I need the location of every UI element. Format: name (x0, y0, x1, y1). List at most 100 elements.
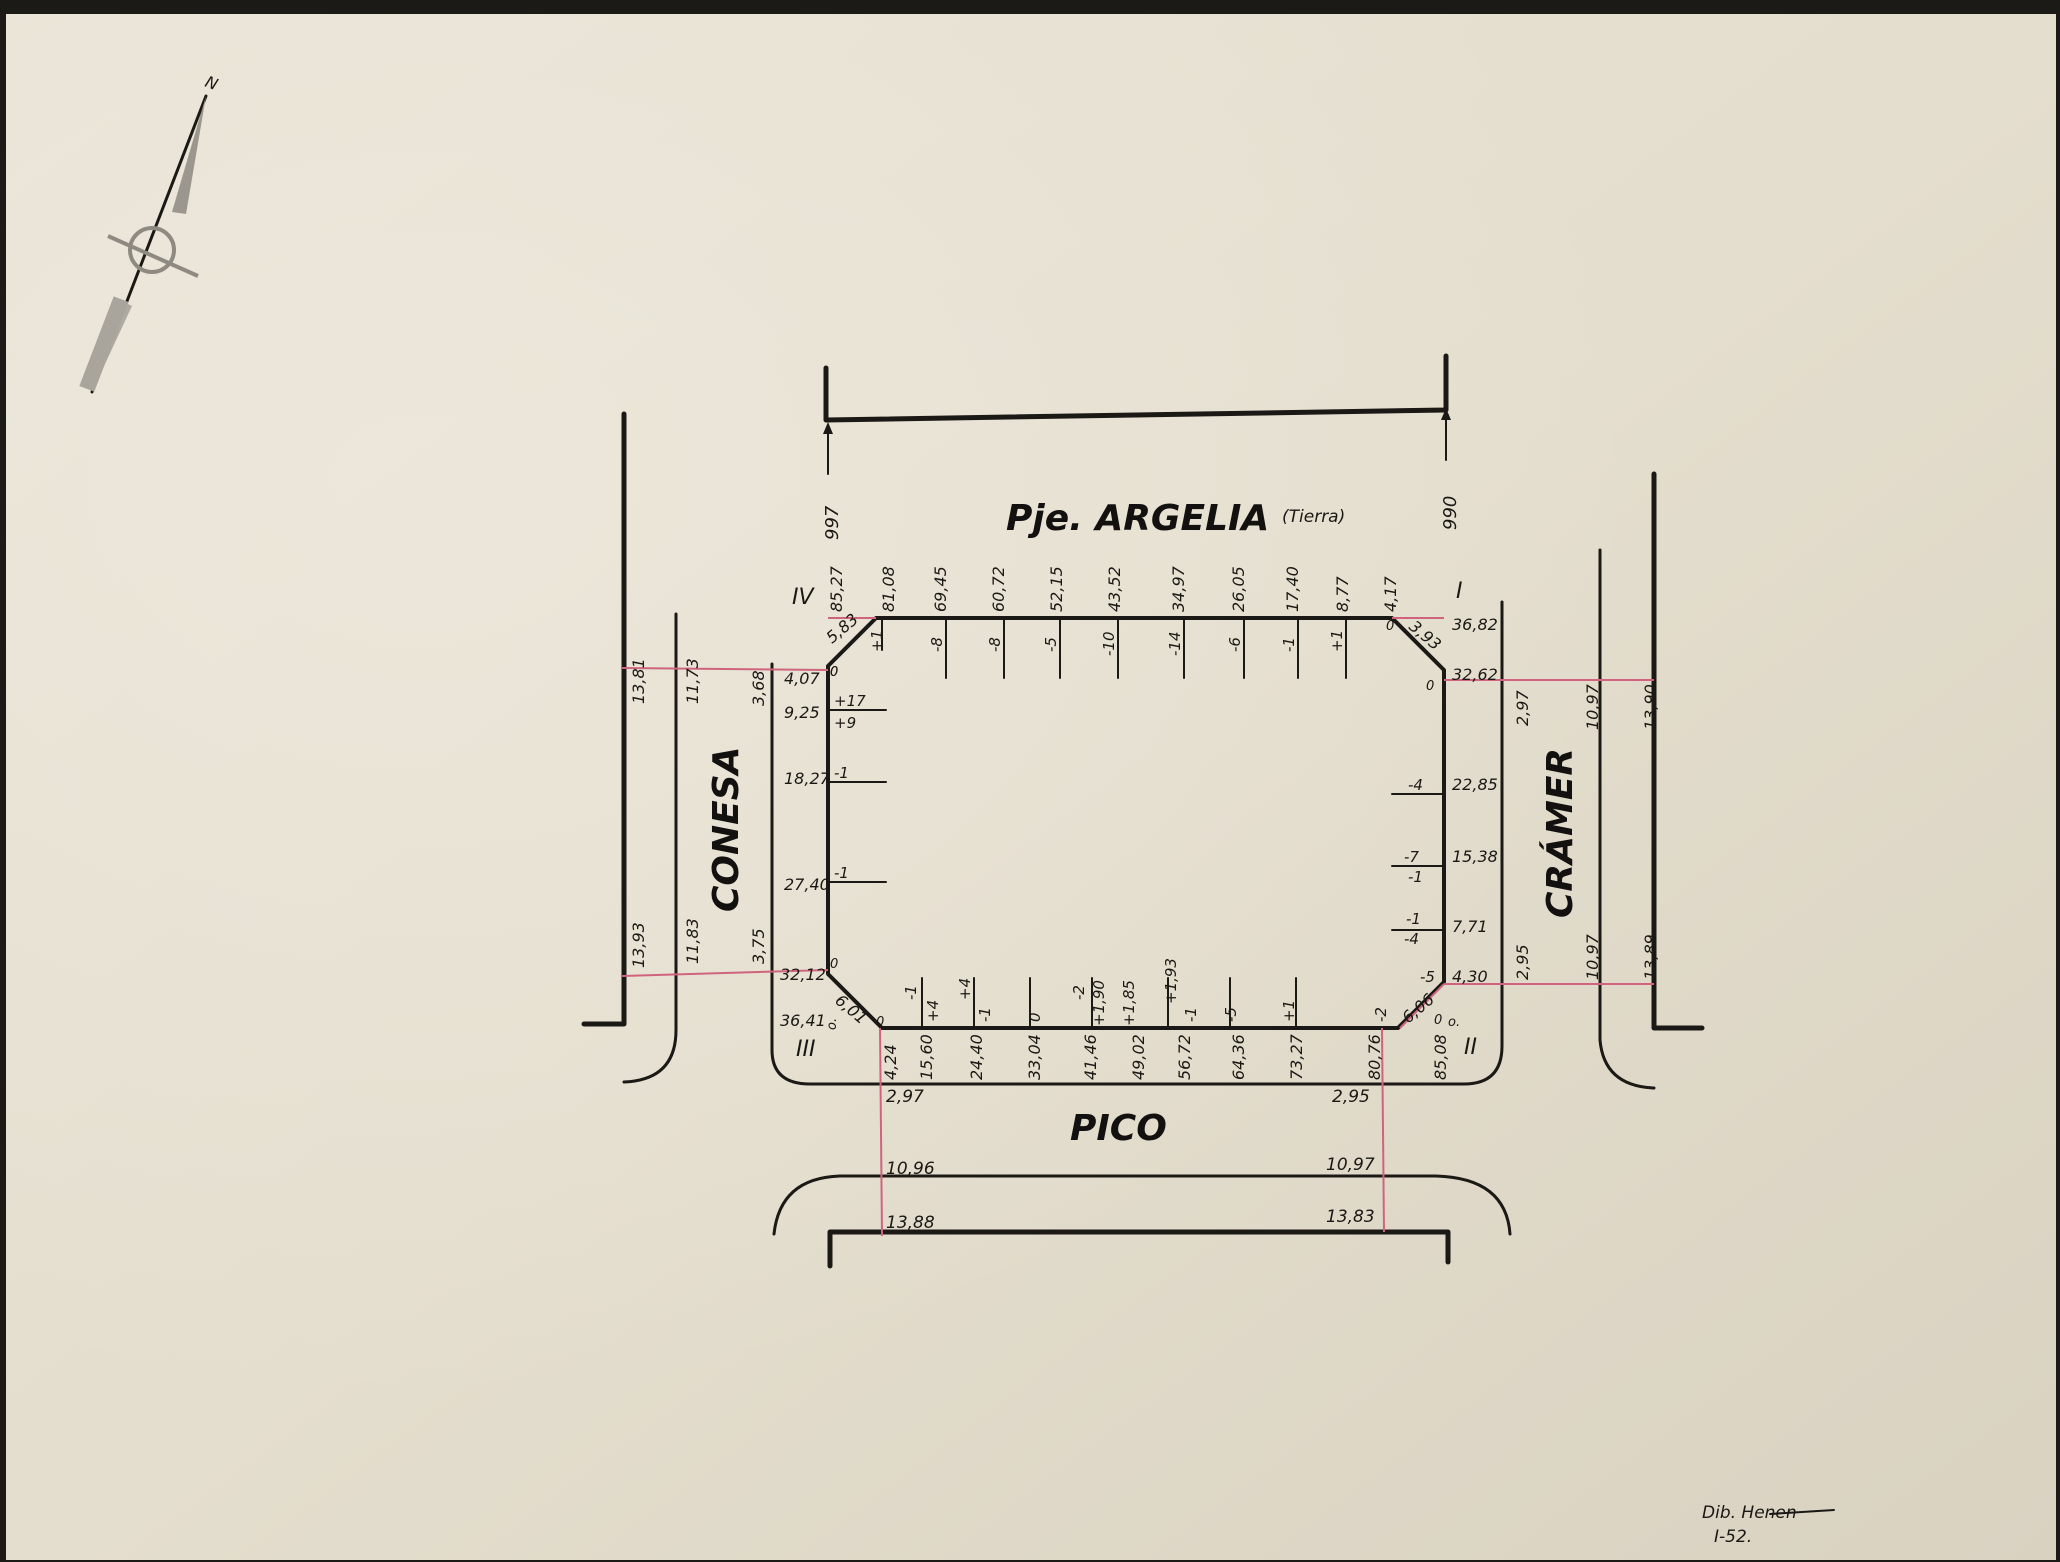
cramer-outer-line (1651, 471, 1705, 1031)
svg-text:10,97: 10,97 (1583, 683, 1602, 730)
east-zero-1: 0 (1426, 679, 1434, 694)
svg-text:49,02: 49,02 (1129, 1034, 1148, 1080)
svg-text:26,05: 26,05 (1229, 566, 1248, 612)
svg-text:-5: -5 (1042, 637, 1060, 652)
corner-label-II: II (1464, 1035, 1477, 1060)
west-zero-4: o. (825, 1018, 840, 1030)
svg-text:13,90: 13,90 (1641, 684, 1660, 730)
svg-text:3,68: 3,68 (749, 670, 768, 706)
svg-text:2,97: 2,97 (886, 1087, 924, 1107)
svg-text:15,60: 15,60 (917, 1034, 936, 1080)
street-name-pico: PICO (1070, 1108, 1167, 1149)
north-label-997: 997 (822, 505, 843, 540)
svg-text:9,25: 9,25 (784, 703, 820, 722)
draftsman-signature: Dib. Henen (1702, 1503, 1797, 1523)
cramer-inner-curb (1598, 548, 1656, 1090)
conesa-outer-line (581, 411, 627, 1027)
west-zero-3: 0 (830, 665, 838, 680)
svg-text:-10: -10 (1100, 632, 1118, 657)
svg-text:-1: -1 (976, 1007, 994, 1022)
svg-text:13,88: 13,88 (886, 1213, 935, 1233)
svg-text:80,76: 80,76 (1365, 1034, 1384, 1080)
corner-I-distance: 36,82 (1452, 615, 1498, 634)
svg-text:+17: +17 (834, 692, 866, 710)
svg-text:17,40: 17,40 (1283, 566, 1302, 612)
svg-text:73,27: 73,27 (1287, 1033, 1306, 1080)
svg-text:-8: -8 (928, 637, 946, 652)
svg-text:-1: -1 (1182, 1007, 1200, 1022)
svg-text:4,24: 4,24 (881, 1044, 900, 1080)
svg-text:+1: +1 (1280, 1000, 1298, 1022)
east-widths-bottom: 2,95 10,97 13,89 (1513, 933, 1660, 980)
pico-curb (772, 1174, 1512, 1236)
svg-text:13,93: 13,93 (629, 922, 648, 968)
svg-text:-1: -1 (1408, 868, 1423, 886)
top-distances: 85,27 81,08 69,45 60,72 52,15 43,52 34,9… (827, 565, 1400, 612)
street-name-cramer: CRÁMER (1539, 748, 1581, 918)
corner-label-III: III (796, 1037, 815, 1062)
svg-text:13,89: 13,89 (1641, 934, 1660, 980)
south-distances: 4,24 15,60 24,40 33,04 41,46 49,02 56,72… (881, 1033, 1450, 1080)
drawing-date: I-52. (1714, 1527, 1752, 1547)
south-widths-right: 2,95 10,97 13,83 (1326, 1087, 1375, 1227)
north-arrow-icon: N (79, 72, 221, 394)
svg-text:64,36: 64,36 (1229, 1034, 1248, 1080)
east-levels: -4 -7 -1 -1 -4 -5 (1404, 776, 1435, 986)
svg-text:32,12: 32,12 (780, 965, 826, 984)
svg-text:3,75: 3,75 (749, 928, 768, 964)
svg-text:85,27: 85,27 (827, 565, 846, 612)
north-label-990: 990 (1440, 496, 1461, 530)
svg-text:85,08: 85,08 (1431, 1034, 1450, 1080)
svg-text:10,97: 10,97 (1326, 1155, 1375, 1175)
svg-text:-4: -4 (1408, 776, 1423, 794)
svg-text:+4: +4 (924, 1000, 942, 1022)
svg-text:+1,93: +1,93 (1162, 958, 1180, 1004)
svg-text:2,95: 2,95 (1332, 1087, 1370, 1107)
svg-text:+1,85: +1,85 (1120, 980, 1138, 1026)
svg-text:43,52: 43,52 (1105, 566, 1124, 612)
svg-text:-5: -5 (1222, 1007, 1240, 1022)
svg-text:10,97: 10,97 (1583, 933, 1602, 980)
svg-text:18,27: 18,27 (784, 769, 831, 788)
svg-text:22,85: 22,85 (1452, 775, 1498, 794)
west-distances: 4,07 9,25 18,27 27,40 32,12 36,41 (780, 669, 831, 1030)
svg-text:60,72: 60,72 (989, 566, 1008, 612)
street-name-conesa: CONESA (706, 746, 747, 912)
svg-text:-1: -1 (1280, 637, 1298, 652)
svg-text:2,95: 2,95 (1513, 944, 1532, 980)
block-property-line (826, 616, 1446, 1030)
svg-text:4,17: 4,17 (1381, 576, 1400, 612)
north-arrows (823, 408, 1451, 475)
svg-text:34,97: 34,97 (1169, 565, 1188, 612)
svg-text:+9: +9 (834, 714, 856, 732)
svg-text:33,04: 33,04 (1025, 1034, 1044, 1080)
street-name-argelia: Pje. ARGELIA (1006, 498, 1269, 539)
south-widths-left: 2,97 10,96 13,88 (886, 1087, 935, 1233)
svg-text:-1: -1 (1406, 910, 1421, 928)
svg-text:0: 0 (1026, 1012, 1044, 1022)
pico-far-line (827, 1229, 1451, 1269)
svg-text:24,40: 24,40 (967, 1034, 986, 1080)
svg-text:4,30: 4,30 (1452, 967, 1488, 986)
svg-text:13,83: 13,83 (1326, 1207, 1375, 1227)
west-widths-top: 13,81 11,73 3,68 (629, 658, 768, 706)
west-levels: +17 +9 -1 -1 (834, 692, 866, 882)
svg-text:52,15: 52,15 (1047, 566, 1066, 612)
argelia-far-line (823, 353, 1449, 423)
east-distances: 32,62 22,85 15,38 7,71 4,30 (1452, 665, 1498, 986)
svg-text:-8: -8 (986, 637, 1004, 652)
corner-label-I: I (1456, 579, 1463, 604)
svg-text:4,07: 4,07 (784, 669, 820, 688)
svg-text:69,45: 69,45 (931, 566, 950, 612)
svg-text:81,08: 81,08 (879, 566, 898, 612)
west-widths-bottom: 13,93 11,83 3,75 (629, 918, 768, 968)
svg-text:-1: -1 (902, 985, 920, 1000)
svg-text:-7: -7 (1404, 848, 1419, 866)
east-widths-top: 2,97 10,97 13,90 (1513, 683, 1660, 730)
signature-underline (1769, 1509, 1835, 1515)
red-dimension-lines (621, 617, 1654, 1237)
east-zero-3: 0 (1434, 1013, 1442, 1028)
svg-text:-2: -2 (1070, 985, 1088, 1000)
west-level-ticks (827, 709, 887, 883)
